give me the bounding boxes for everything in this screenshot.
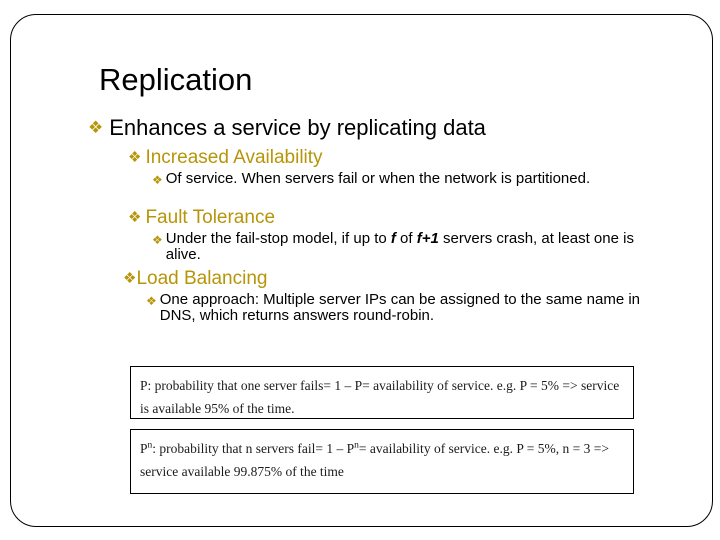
ft-detail-mid: of: [395, 230, 417, 247]
bullet-level2-increased-availability: ❖ Increased Availability: [128, 147, 668, 169]
page-title: Replication: [99, 62, 253, 97]
bullet-level2-label: Load Balancing: [136, 268, 268, 289]
bullet-level2-label: Increased Availability: [145, 147, 323, 168]
formula-box-n-servers: Pn: probability that n servers fail= 1 –…: [130, 429, 634, 494]
bullet-level2-label: Fault Tolerance: [145, 207, 276, 228]
formula-exponent-n: n: [147, 440, 153, 451]
formula-base-p: P: [140, 441, 148, 456]
bullet-level2-load-balancing: ❖ Load Balancing: [123, 268, 663, 290]
bullet-level2-fault-tolerance: ❖ Fault Tolerance: [128, 207, 668, 229]
bullet-level3-text: Under the fail-stop model, if up to f of…: [166, 231, 672, 263]
bullet-level3-availability-detail: ❖ Of service. When servers fail or when …: [152, 171, 642, 187]
ft-variable-f: f: [390, 230, 396, 247]
formula-body-part2: = availability of service. e.g. P = 5%, …: [140, 441, 609, 479]
diamond-bullet-icon: ❖: [128, 209, 142, 226]
bullet-level3-text: Of service. When servers fail or when th…: [165, 170, 591, 187]
diamond-bullet-icon: ❖: [152, 233, 163, 247]
bullet-level3-load-balancing-detail: ❖ One approach: Multiple server IPs can …: [146, 292, 676, 324]
diamond-bullet-icon: ❖: [146, 294, 157, 308]
formula-base-p: P: [140, 378, 148, 393]
diamond-bullet-icon: ❖: [152, 173, 163, 187]
formula-box-single-server: P: probability that one server fails= 1 …: [130, 366, 634, 419]
bullet-level3-text: One approach: Multiple server IPs can be…: [159, 291, 641, 324]
diamond-bullet-icon: ❖: [88, 118, 104, 137]
bullet-level3-fault-tolerance-detail: ❖ Under the fail-stop model, if up to f …: [152, 231, 672, 263]
formula-exponent-n-2: n: [354, 440, 359, 451]
formula-body: : probability that one server fails= 1 –…: [140, 378, 620, 416]
bullet-level1-label: Enhances a service by replicating data: [109, 115, 486, 140]
bullet-level1-enhances: ❖ Enhances a service by replicating data: [88, 115, 688, 141]
ft-detail-prefix: Under the fail-stop model, if up to: [165, 230, 391, 247]
formula-body-part1: : probability that n servers fail= 1 – P: [152, 441, 355, 456]
diamond-bullet-icon: ❖: [128, 149, 142, 166]
ft-variable-fplus1: f+1: [416, 230, 439, 247]
ft-detail-suffix: servers crash, at least one is alive.: [165, 230, 634, 263]
diamond-bullet-icon: ❖: [123, 270, 137, 287]
